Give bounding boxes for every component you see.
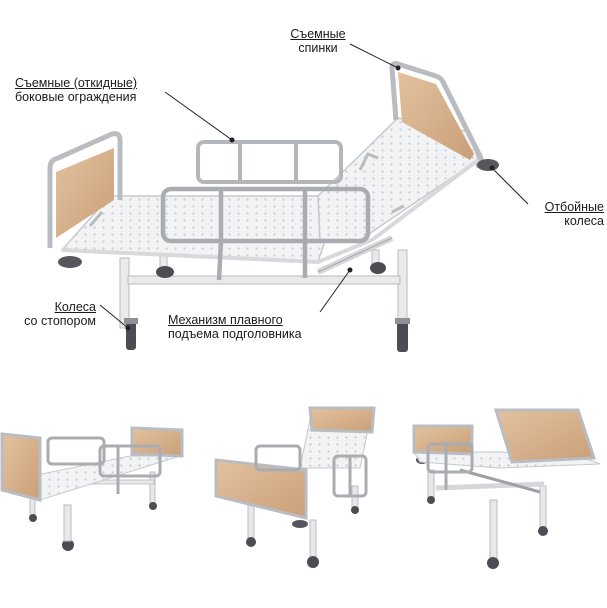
thumbnail-head-raised xyxy=(412,408,601,569)
label-side-rails: Съемные (откидные) боковые ограждения xyxy=(15,76,137,104)
label-side-rails-line1: Съемные (откидные) xyxy=(15,76,138,90)
label-lock-wheels-line2: со стопором xyxy=(24,314,96,328)
thumbnail-flat-bed xyxy=(0,426,184,551)
label-bumper-wheels-line1: Отбойные xyxy=(544,200,604,214)
label-bumper-wheels: Отбойные колеса xyxy=(530,200,604,228)
label-bumper-wheels-line2: колеса xyxy=(564,214,604,228)
label-side-rails-line2: боковые ограждения xyxy=(15,90,137,104)
label-headboards: Съемные спинки xyxy=(284,27,352,55)
label-lock-wheels-line1: Колеса xyxy=(54,300,96,314)
label-lock-wheels: Колеса со стопором xyxy=(20,300,96,328)
leader-lock-wheels xyxy=(99,304,129,329)
label-mechanism: Механизм плавного подъема подголовника xyxy=(168,313,302,341)
foot-board xyxy=(47,131,123,248)
thumbnail-raised-bed xyxy=(214,406,376,568)
leader-lines xyxy=(99,43,529,331)
label-headboards-line2: спинки xyxy=(298,41,338,55)
leader-headboards xyxy=(349,43,399,69)
main-bed xyxy=(47,61,499,352)
leader-bumper-wheels xyxy=(491,167,529,205)
side-rail-front xyxy=(160,186,371,281)
caster-wheel xyxy=(156,266,174,278)
label-headboards-line1: Съемные xyxy=(290,27,346,41)
lock-wheel-front xyxy=(124,318,138,350)
bumper-wheel-head xyxy=(477,159,499,171)
label-mechanism-line1: Механизм плавного xyxy=(168,313,283,327)
bumper-wheel-foot xyxy=(58,256,82,268)
leader-side-rails xyxy=(164,91,233,141)
bed-legs xyxy=(119,249,408,329)
leader-mechanism xyxy=(319,269,351,313)
label-mechanism-line2: подъема подголовника xyxy=(168,327,302,341)
lock-wheel-back xyxy=(395,318,410,352)
caster-wheel xyxy=(370,262,386,274)
side-rail-back xyxy=(196,140,343,184)
